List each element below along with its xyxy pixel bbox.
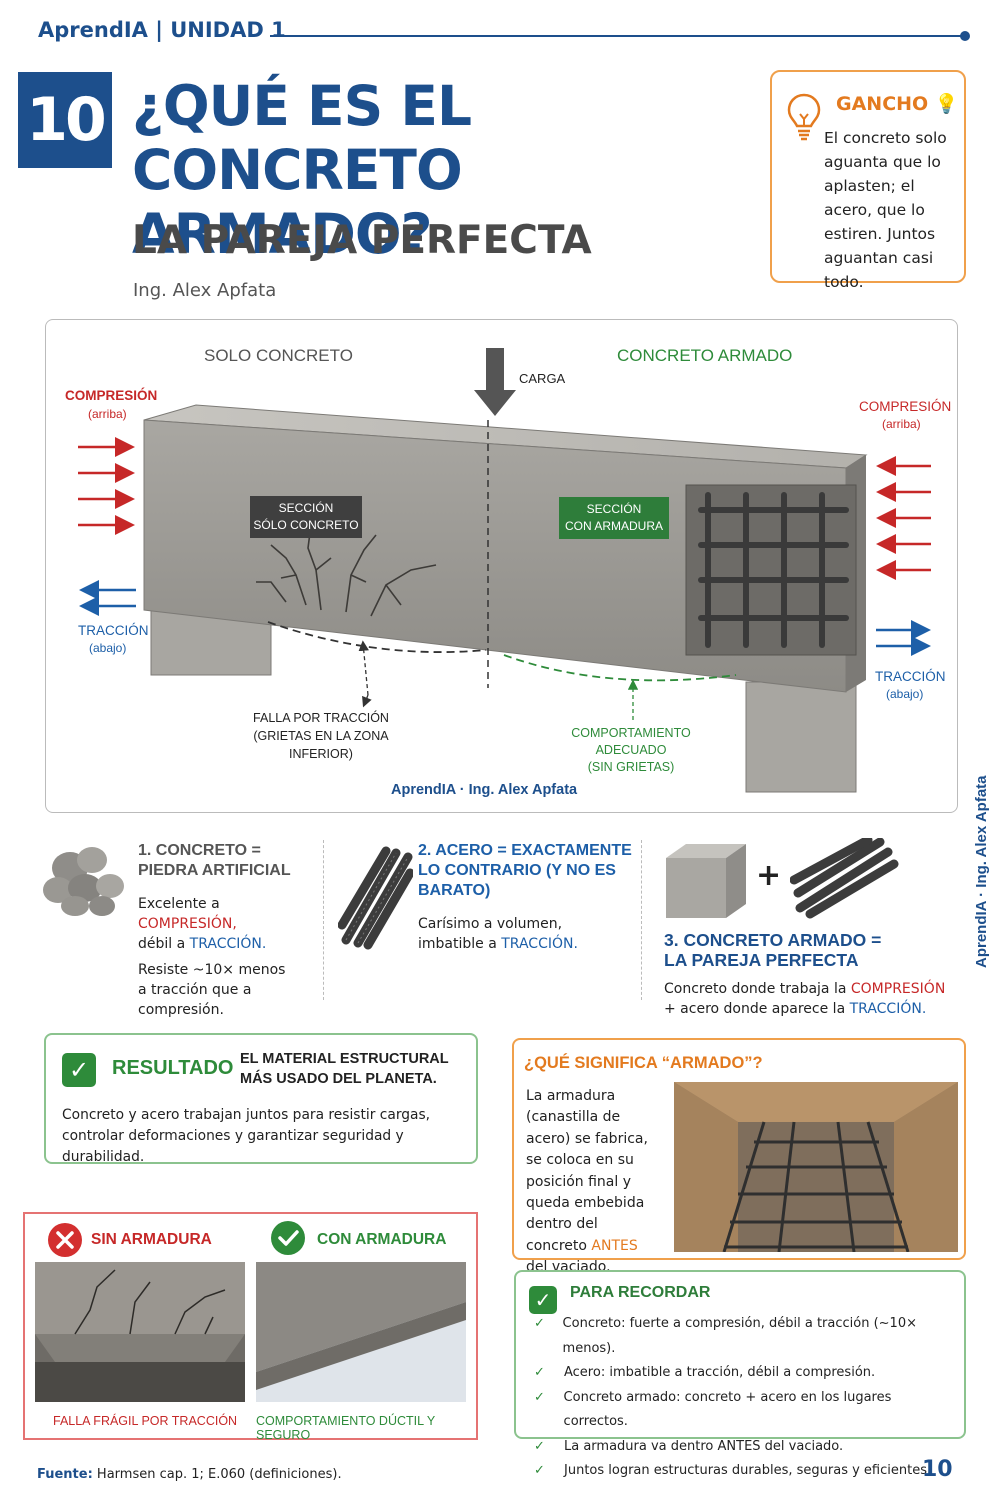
right-compression-arrows xyxy=(876,456,931,580)
comp-left-label: COMPRESIÓN xyxy=(65,388,158,403)
resultado-label: RESULTADO xyxy=(112,1057,234,1079)
right-title: CONCRETO ARMADO xyxy=(617,346,793,365)
armado-title: ¿QUÉ SIGNIFICA “ARMADO”? xyxy=(524,1054,763,1072)
gancho-text: El concreto solo aguanta que lo aplasten… xyxy=(824,129,947,291)
list-item: ✓Juntos logran estructuras durables, seg… xyxy=(534,1459,954,1484)
list-item: ✓Acero: imbatible a tracción, débil a co… xyxy=(534,1361,954,1386)
check-icon: ✓ xyxy=(534,1316,545,1331)
list-item: ✓La armadura va dentro ANTES del vaciado… xyxy=(534,1435,954,1460)
list-item: ✓Concreto armado: concreto + acero en lo… xyxy=(534,1386,954,1435)
sound-slab-photo xyxy=(256,1262,466,1402)
brand-header: AprendIA | UNIDAD 1 xyxy=(38,18,286,42)
list-item: ✓Concreto: fuerte a compresión, débil a … xyxy=(534,1312,954,1361)
check-icon: ✓ xyxy=(534,1438,545,1454)
diagram-credit: AprendIA · Ing. Alex Apfata xyxy=(391,782,578,798)
x-circle-icon xyxy=(48,1223,82,1257)
deflection-left xyxy=(267,621,487,653)
cracked-slab-photo xyxy=(35,1262,245,1402)
title-line-2: CONCRETO ARMADO? xyxy=(132,138,463,266)
ok-label: COMPORTAMIENTO ADECUADO (SIN GRIETAS) xyxy=(571,726,691,774)
gancho-title: GANCHO 💡 xyxy=(836,93,959,115)
right-tension-arrows xyxy=(876,620,931,656)
con-armadura-label: CON ARMADURA xyxy=(317,1231,447,1248)
recordar-title: PARA RECORDAR xyxy=(570,1284,711,1301)
rebar-bundle-icon xyxy=(338,846,413,950)
stones-icon xyxy=(43,847,124,916)
check-icon: ✓ xyxy=(534,1389,545,1405)
con-armadura-caption: COMPORTAMIENTO DÚCTIL Y SEGURO xyxy=(256,1414,435,1442)
left-tension-arrows xyxy=(79,580,136,616)
left-compression-arrows xyxy=(78,437,135,535)
beam-diagram: SOLO CONCRETO CONCRETO ARMADO CARGA COMP… xyxy=(45,319,958,813)
comp-right-sub: (arriba) xyxy=(882,417,921,431)
vertical-credit: AprendIA · Ing. Alex Apfata xyxy=(973,775,990,968)
page-subtitle: LA PAREJA PERFECTA xyxy=(132,218,592,263)
beam-illustration xyxy=(78,348,931,793)
column-concreto-armado: 3. CONCRETO ARMADO = LA PAREJA PERFECTA … xyxy=(664,930,946,1017)
title-line-1: ¿QUÉ ES EL xyxy=(132,74,472,138)
trac-left-label: TRACCIÓN xyxy=(78,623,149,638)
armado-text: La armadura (canastilla de acero) se fab… xyxy=(526,1088,648,1276)
column-divider-1 xyxy=(323,840,324,1000)
header-rule xyxy=(270,35,965,37)
recordar-list: ✓Concreto: fuerte a compresión, débil a … xyxy=(534,1312,954,1484)
cracks xyxy=(256,524,437,617)
comparison-panel: SIN ARMADURA CON ARMADURA FALLA FRÁGIL P… xyxy=(23,1212,478,1442)
deflection-right xyxy=(503,654,737,682)
load-arrow-icon xyxy=(474,348,516,416)
rebar-stack-icon xyxy=(790,838,899,919)
concrete-cube-icon xyxy=(666,844,746,918)
plus-sign: + xyxy=(756,858,782,893)
rebar-cage xyxy=(698,492,849,648)
resultado-card: ✓ RESULTADO EL MATERIAL ESTRUCTURAL MÁS … xyxy=(44,1033,478,1165)
resultado-heading: EL MATERIAL ESTRUCTURAL MÁS USADO DEL PL… xyxy=(240,1051,449,1087)
fail-callout xyxy=(358,640,369,696)
trac-right-sub: (abajo) xyxy=(886,687,924,701)
lightbulb-icon xyxy=(787,93,821,141)
rebar-cage-photo xyxy=(674,1082,958,1252)
check-icon: ✓ xyxy=(62,1053,96,1087)
trac-right-label: TRACCIÓN xyxy=(875,669,946,684)
page-title: ¿QUÉ ES EL CONCRETO ARMADO? xyxy=(132,74,772,266)
column-concreto: 1. CONCRETO = PIEDRA ARTIFICIAL Excelent… xyxy=(138,842,291,1018)
left-title: SOLO CONCRETO xyxy=(204,346,353,365)
header-rule-dot xyxy=(960,31,970,41)
author: Ing. Alex Apfata xyxy=(133,280,277,301)
sin-armadura-label: SIN ARMADURA xyxy=(91,1231,212,1248)
vertical-credit-text: AprendIA · Ing. Alex Apfata xyxy=(973,775,990,968)
gancho-card: GANCHO 💡 El concreto solo aguanta que lo… xyxy=(770,70,966,291)
tag-solo-concreto: SECCIÓN SÓLO CONCRETO xyxy=(250,496,362,538)
source-note: Fuente: Harmsen cap. 1; E.060 (definicio… xyxy=(37,1467,342,1482)
recordar-check-icon: ✓ xyxy=(529,1286,557,1314)
check-icon: ✓ xyxy=(534,1463,545,1478)
comp-left-sub: (arriba) xyxy=(88,407,127,421)
trac-left-sub: (abajo) xyxy=(89,641,127,655)
lesson-number: 10 xyxy=(18,72,112,168)
para-recordar-card: ✓ PARA RECORDAR ✓Concreto: fuerte a comp… xyxy=(514,1270,966,1478)
comp-right-label: COMPRESIÓN xyxy=(859,399,952,414)
tag-con-armadura: SECCIÓN CON ARMADURA xyxy=(559,497,669,539)
page-number: 10 xyxy=(922,1457,953,1482)
check-circle-icon xyxy=(271,1221,305,1255)
rebar-cutaway xyxy=(685,484,857,656)
check-icon: ✓ xyxy=(534,1365,545,1380)
sin-armadura-caption: FALLA FRÁGIL POR TRACCIÓN xyxy=(53,1414,238,1428)
armado-card: ¿QUÉ SIGNIFICA “ARMADO”? La armadura (ca… xyxy=(512,1038,966,1275)
column-acero: 2. ACERO = EXACTAMENTE LO CONTRARIO (Y N… xyxy=(418,842,632,952)
right-support xyxy=(745,681,857,793)
resultado-text: Concreto y acero trabajan juntos para re… xyxy=(62,1107,431,1165)
column-divider-2 xyxy=(641,840,642,1000)
load-label: CARGA xyxy=(519,371,566,386)
fail-label: FALLA POR TRACCIÓN (GRIETAS EN LA ZONA I… xyxy=(253,711,389,761)
